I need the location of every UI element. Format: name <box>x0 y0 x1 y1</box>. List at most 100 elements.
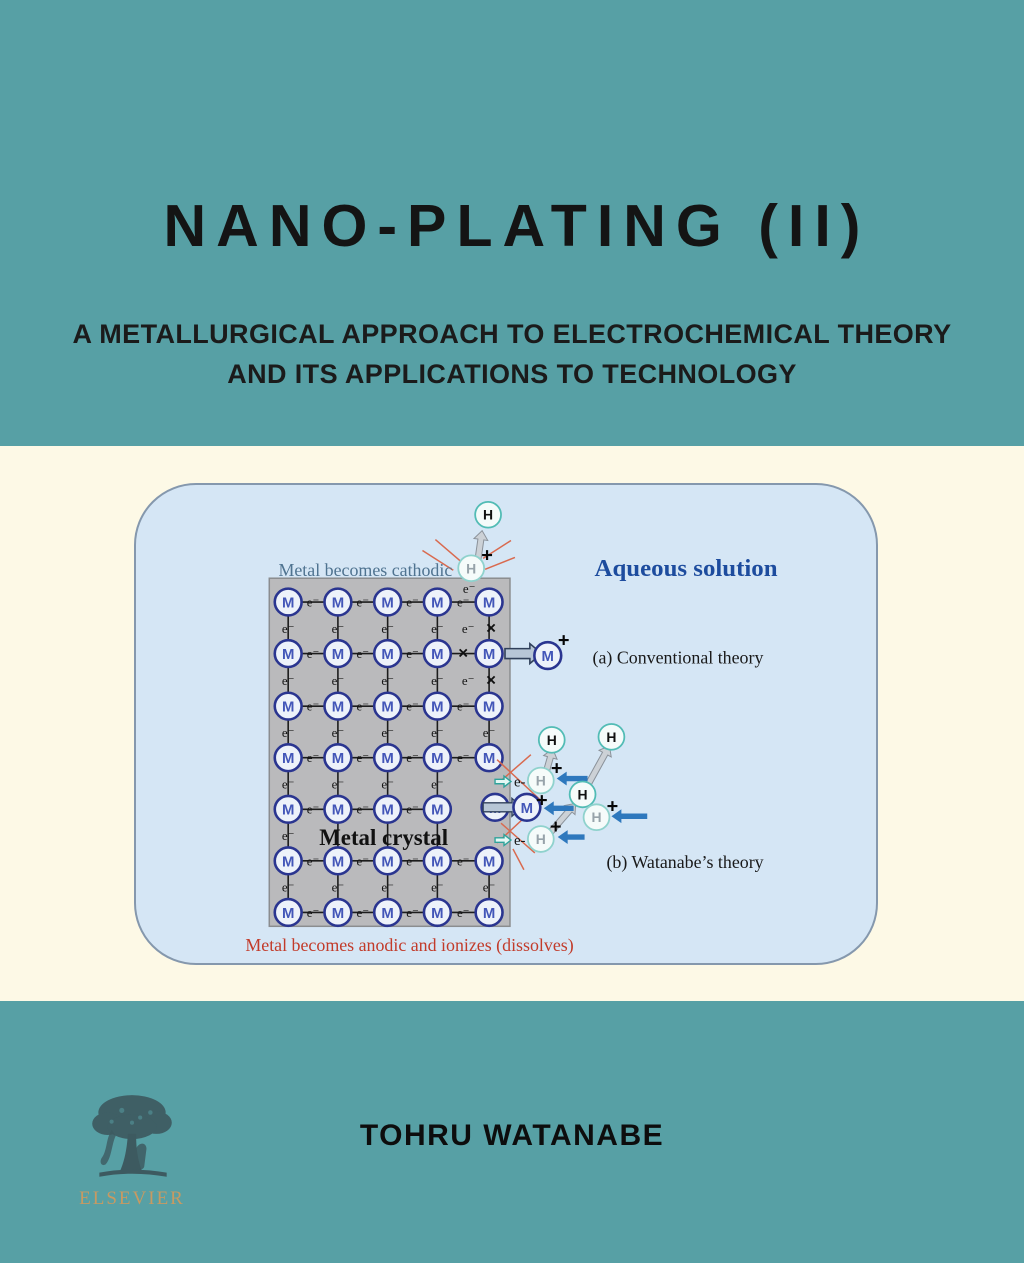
svg-text:e⁻: e⁻ <box>457 750 470 765</box>
svg-text:e⁻: e⁻ <box>307 853 320 868</box>
svg-text:e⁻: e⁻ <box>307 646 320 661</box>
svg-text:M: M <box>282 751 294 767</box>
svg-text:e⁻: e⁻ <box>462 621 475 636</box>
label-metal-becomes-cathodic: Metal becomes cathodic <box>278 560 452 580</box>
subtitle-line-1: A METALLURGICAL APPROACH TO ELECTROCHEMI… <box>72 319 952 349</box>
svg-text:e⁻: e⁻ <box>282 828 295 843</box>
svg-text:e⁻: e⁻ <box>307 802 320 817</box>
svg-text:M: M <box>381 647 393 663</box>
svg-text:M: M <box>282 595 294 611</box>
svg-text:e⁻: e⁻ <box>381 725 394 740</box>
svg-text:e⁻: e⁻ <box>462 673 475 688</box>
svg-text:×: × <box>486 670 496 689</box>
svg-text:M: M <box>483 700 495 716</box>
svg-text:M: M <box>282 854 294 870</box>
svg-text:e⁻: e⁻ <box>431 880 444 895</box>
svg-text:M: M <box>431 647 443 663</box>
svg-text:e⁻: e⁻ <box>307 595 320 610</box>
svg-text:e⁻: e⁻ <box>431 725 444 740</box>
svg-text:+: + <box>607 795 619 817</box>
svg-text:+: + <box>558 630 570 652</box>
svg-text:e⁻: e⁻ <box>457 595 470 610</box>
bottom-band: ELSEVIER TOHRU WATANABE <box>0 1001 1024 1263</box>
svg-text:M: M <box>521 801 533 817</box>
svg-text:e⁻: e⁻ <box>332 673 345 688</box>
svg-text:M: M <box>483 647 495 663</box>
svg-text:M: M <box>483 595 495 611</box>
svg-text:e⁻: e⁻ <box>356 595 369 610</box>
svg-text:M: M <box>282 647 294 663</box>
svg-text:e⁻: e⁻ <box>431 776 444 791</box>
svg-text:M: M <box>381 595 393 611</box>
elsevier-tree-icon <box>92 1095 172 1177</box>
svg-text:M: M <box>431 854 443 870</box>
svg-text:M: M <box>381 906 393 922</box>
book-subtitle: A METALLURGICAL APPROACH TO ELECTROCHEMI… <box>0 314 1024 394</box>
svg-text:e⁻: e⁻ <box>483 725 496 740</box>
svg-text:e⁻: e⁻ <box>406 853 419 868</box>
label-aqueous-solution: Aqueous solution <box>595 555 778 582</box>
svg-text:M: M <box>381 700 393 716</box>
svg-text:e⁻: e⁻ <box>307 750 320 765</box>
svg-text:M: M <box>332 906 344 922</box>
svg-text:H: H <box>536 773 546 789</box>
book-title: NANO-PLATING (II) <box>163 193 871 259</box>
svg-text:e⁻: e⁻ <box>381 776 394 791</box>
svg-text:e⁻: e⁻ <box>406 802 419 817</box>
diagram-captions: Metal becomes cathodic Aqueous solution (a… <box>245 555 777 956</box>
svg-text:+: + <box>481 544 493 566</box>
svg-text:e⁻: e⁻ <box>307 905 320 920</box>
conventional-theory-group: M+ <box>504 630 570 671</box>
svg-text:e⁻: e⁻ <box>431 621 444 636</box>
svg-text:H: H <box>578 786 588 802</box>
svg-text:M: M <box>332 803 344 819</box>
svg-text:H: H <box>547 732 557 748</box>
svg-text:M: M <box>431 803 443 819</box>
svg-text:e⁻: e⁻ <box>356 750 369 765</box>
svg-text:e⁻: e⁻ <box>381 621 394 636</box>
svg-text:e⁻: e⁻ <box>406 750 419 765</box>
svg-text:+: + <box>550 816 562 838</box>
svg-text:e⁻: e⁻ <box>282 673 295 688</box>
svg-text:M: M <box>332 700 344 716</box>
electrochemistry-diagram: e⁻ e⁻ e⁻ e⁻ e⁻ e⁻ e⁻ × e⁻ e⁻ e⁻ e⁻ e⁻ e⁻ e⁻ e⁻ e⁻ e⁻ e⁻ e⁻ e… <box>245 500 778 956</box>
svg-text:M: M <box>332 854 344 870</box>
svg-text:e⁻: e⁻ <box>381 880 394 895</box>
svg-text:e⁻: e⁻ <box>406 699 419 714</box>
svg-text:×: × <box>486 618 496 637</box>
svg-text:e⁻: e⁻ <box>457 853 470 868</box>
svg-text:e⁻: e⁻ <box>332 776 345 791</box>
svg-text:e⁻: e⁻ <box>406 905 419 920</box>
svg-text:M: M <box>483 906 495 922</box>
publisher-name: ELSEVIER <box>79 1188 185 1209</box>
svg-text:M: M <box>431 906 443 922</box>
svg-text:e⁻: e⁻ <box>406 595 419 610</box>
svg-text:H: H <box>591 809 601 825</box>
svg-text:+: + <box>551 758 563 780</box>
svg-text:M: M <box>381 803 393 819</box>
svg-text:e⁻: e⁻ <box>356 802 369 817</box>
svg-text:e⁻: e⁻ <box>356 853 369 868</box>
svg-text:e⁻: e⁻ <box>381 673 394 688</box>
svg-text:H: H <box>466 560 476 576</box>
svg-text:e⁻: e⁻ <box>332 725 345 740</box>
svg-text:e⁻: e⁻ <box>483 880 496 895</box>
diagram-panel: e⁻ e⁻ e⁻ e⁻ e⁻ e⁻ e⁻ × e⁻ e⁻ e⁻ e⁻ e⁻ e⁻ e⁻ e⁻ e⁻ e⁻ e⁻ e⁻ e… <box>134 483 878 965</box>
svg-text:H: H <box>536 831 546 847</box>
label-conventional-theory: (a) Conventional theory <box>593 648 764 669</box>
svg-text:e⁻: e⁻ <box>356 699 369 714</box>
elsevier-logo: ELSEVIER <box>74 1091 190 1210</box>
svg-text:M: M <box>381 854 393 870</box>
svg-text:e⁻: e⁻ <box>332 621 345 636</box>
svg-text:H: H <box>483 507 493 523</box>
svg-text:×: × <box>458 644 468 663</box>
metal-lattice: e⁻ e⁻ e⁻ e⁻ e⁻ e⁻ e⁻ × e⁻ e⁻ e⁻ e⁻ e⁻ e⁻ e⁻ e⁻ e⁻ e⁻ e⁻ e⁻ e… <box>268 577 511 928</box>
author-name: TOHRU WATANABE <box>359 1119 665 1152</box>
svg-text:M: M <box>332 595 344 611</box>
svg-text:e⁻: e⁻ <box>457 699 470 714</box>
reaction-annotation-lines <box>422 538 542 871</box>
svg-text:M: M <box>332 647 344 663</box>
svg-text:e⁻: e⁻ <box>457 905 470 920</box>
